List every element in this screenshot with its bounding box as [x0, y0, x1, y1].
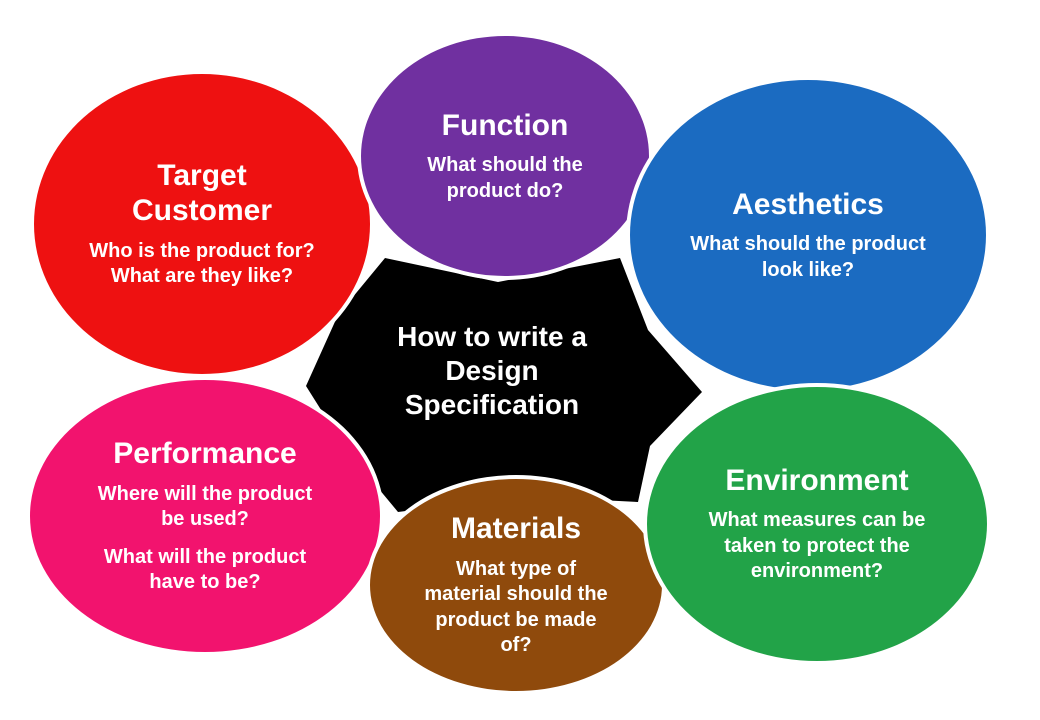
bubble-title: Target Customer — [131, 159, 273, 228]
burst-polygon — [306, 258, 702, 528]
bubble-title: Environment — [725, 463, 909, 497]
bubble-body: What measures can be taken to protect th… — [708, 509, 926, 583]
bubble-title: Function — [441, 108, 569, 142]
bubble-body: What should the product do? — [427, 154, 583, 202]
bubble-function: Function What should the product do? — [357, 32, 653, 280]
bubble-body: Where will the product be used? — [97, 482, 313, 531]
bubble-body-secondary: What will the product have to be? — [103, 545, 307, 594]
bubble-target-customer: Target Customer Who is the product for? … — [30, 70, 374, 378]
diagram-title: How to write a Design Specification — [397, 321, 587, 421]
bubble-title: Materials — [450, 512, 582, 546]
bubble-aesthetics: Aesthetics What should the product look … — [626, 76, 990, 394]
bubble-materials: Materials What type of material should t… — [366, 475, 666, 695]
bubble-environment: Environment What measures can be taken t… — [643, 383, 991, 665]
bubble-body: What type of material should the product… — [424, 557, 608, 657]
bubble-title: Performance — [113, 437, 297, 471]
bubble-body: What should the product look like? — [690, 233, 926, 281]
bubble-performance: Performance Where will the product be us… — [26, 376, 384, 656]
bubble-title: Aesthetics — [732, 187, 884, 221]
bubble-body: Who is the product for? What are they li… — [89, 239, 315, 288]
